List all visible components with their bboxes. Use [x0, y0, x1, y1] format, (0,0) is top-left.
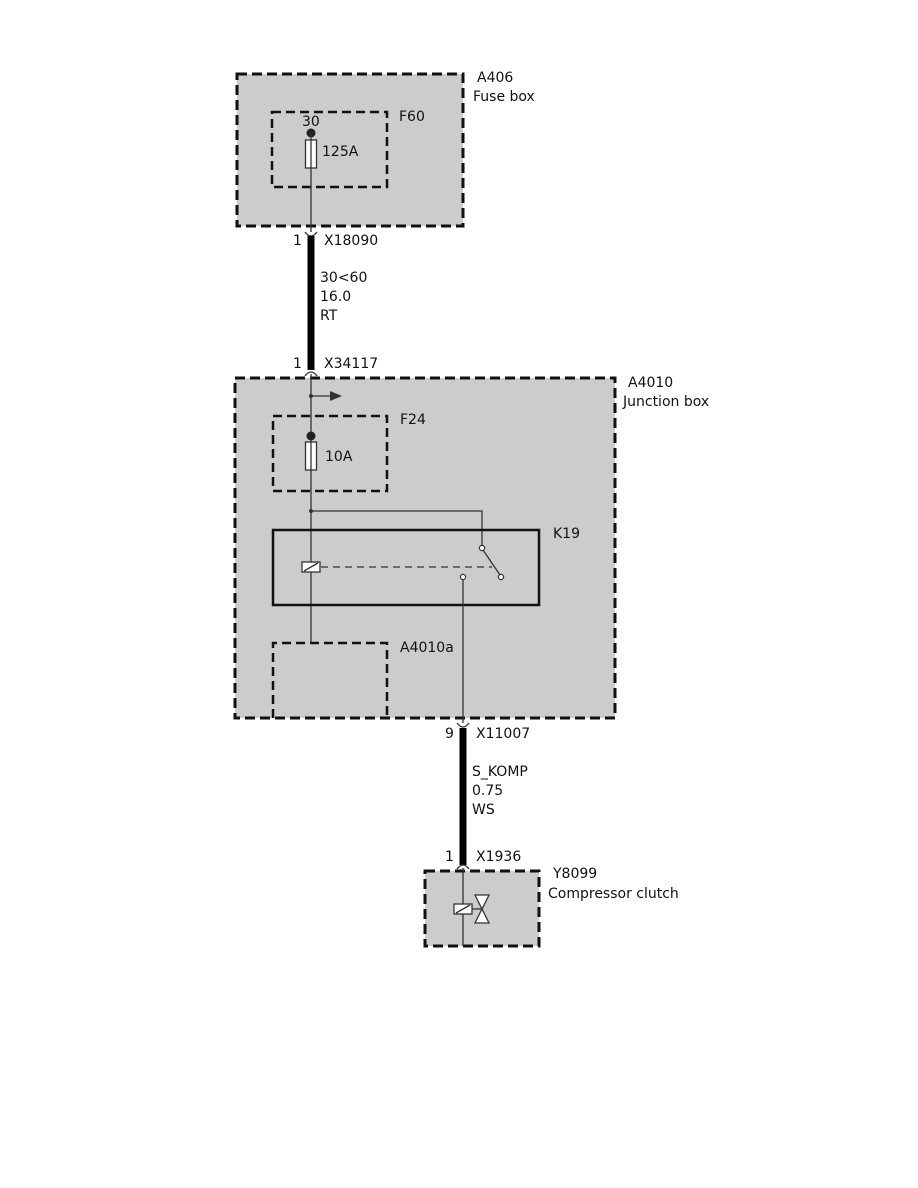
- relay-k19: [271, 528, 541, 607]
- junction-box-a4010: [233, 376, 617, 720]
- fuse-f24-housing: [271, 414, 389, 493]
- compressor-id: Y8099: [552, 866, 597, 882]
- fuse-f60-rating: 125A: [322, 144, 359, 160]
- fuse-f24-rating: 10A: [325, 449, 353, 465]
- fuse-f60-terminal: 30: [302, 114, 320, 130]
- wire1-circuit: 30<60: [320, 270, 367, 286]
- relay-contact-icon: [478, 544, 486, 552]
- connector-x11007-pin: 9: [445, 726, 454, 742]
- module-a4010a-id: A4010a: [400, 640, 454, 656]
- fuse-f60-id: F60: [399, 109, 425, 125]
- wire2-size: 0.75: [472, 783, 503, 799]
- wire2-color: WS: [472, 802, 495, 818]
- branch-arrow-icon: [330, 391, 342, 401]
- fuse-f24-terminal-dot: [306, 431, 316, 441]
- module-a4010a: [271, 641, 389, 718]
- wire1-color: RT: [320, 308, 338, 324]
- junction-box-name: Junction box: [622, 394, 709, 410]
- valve-icon: [473, 894, 491, 911]
- connector-x34117-symbol: [304, 371, 318, 377]
- wire1-size: 16.0: [320, 289, 351, 305]
- fuse-box-name: Fuse box: [473, 89, 535, 105]
- connector-x34117-id: X34117: [324, 356, 378, 372]
- relay-k19-id: K19: [553, 526, 580, 542]
- connector-x34117-pin: 1: [293, 356, 302, 372]
- connector-x11007-id: X11007: [476, 726, 530, 742]
- fuse-f60-housing: [270, 110, 389, 189]
- connector-x1936-pin: 1: [445, 849, 454, 865]
- connector-x18090-id: X18090: [324, 233, 378, 249]
- connector-x1936-symbol: [456, 864, 470, 870]
- relay-switch-feed: [311, 510, 483, 548]
- fuse-box-a406: [235, 72, 465, 228]
- connector-x18090-pin: 1: [293, 233, 302, 249]
- connector-x1936-id: X1936: [476, 849, 521, 865]
- relay-switch-blade: [482, 549, 501, 576]
- fuse-f24-id: F24: [400, 412, 426, 428]
- wire2-circuit: S_KOMP: [472, 764, 528, 780]
- connector-x18090-symbol: [304, 231, 318, 237]
- fuse-box-id: A406: [477, 70, 513, 86]
- junction-box-id: A4010: [628, 375, 673, 391]
- compressor-name: Compressor clutch: [548, 886, 679, 902]
- connector-x11007-symbol: [456, 722, 470, 728]
